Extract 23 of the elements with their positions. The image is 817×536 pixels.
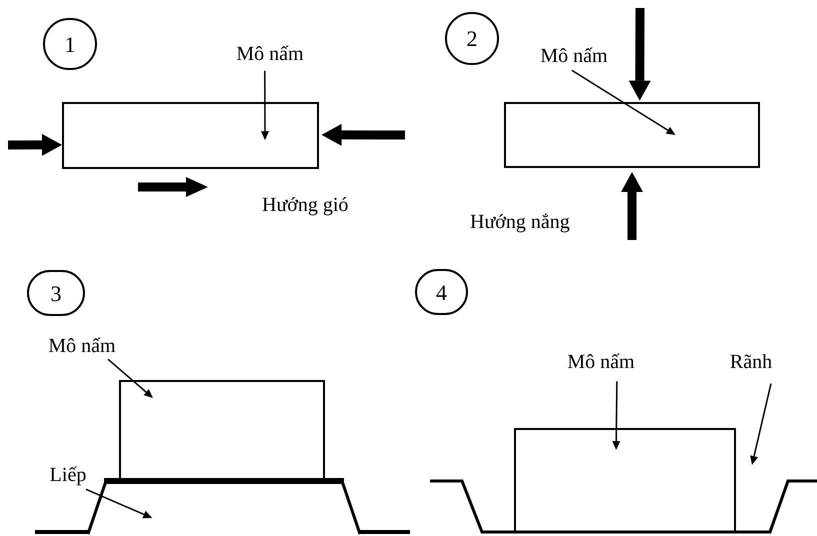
arrow <box>628 8 651 101</box>
part-label: Mô nấm <box>218 42 322 66</box>
leader-line <box>86 488 152 518</box>
leader-line <box>572 70 676 135</box>
part-label: Mô nấm <box>522 44 626 68</box>
mushroom-bed <box>119 380 325 480</box>
arrow <box>621 172 643 240</box>
part-label: Mô nấm <box>548 350 654 374</box>
mushroom-bed <box>62 102 319 169</box>
leader-line <box>108 358 153 398</box>
mushroom-bed <box>514 428 736 533</box>
arrow <box>322 124 406 146</box>
part-label: Rãnh <box>714 350 788 374</box>
caption-text: Hướng gió <box>262 193 348 218</box>
leader-line <box>612 381 620 450</box>
mushroom-bed <box>504 102 760 168</box>
caption-text: Hướng nắng <box>470 210 570 235</box>
part-label: Mô nấm <box>30 334 134 358</box>
part-label: Liếp <box>38 462 98 488</box>
raised-bed <box>86 478 362 536</box>
leader-line <box>750 383 772 465</box>
arrow <box>8 134 62 156</box>
leader-line <box>261 70 269 140</box>
